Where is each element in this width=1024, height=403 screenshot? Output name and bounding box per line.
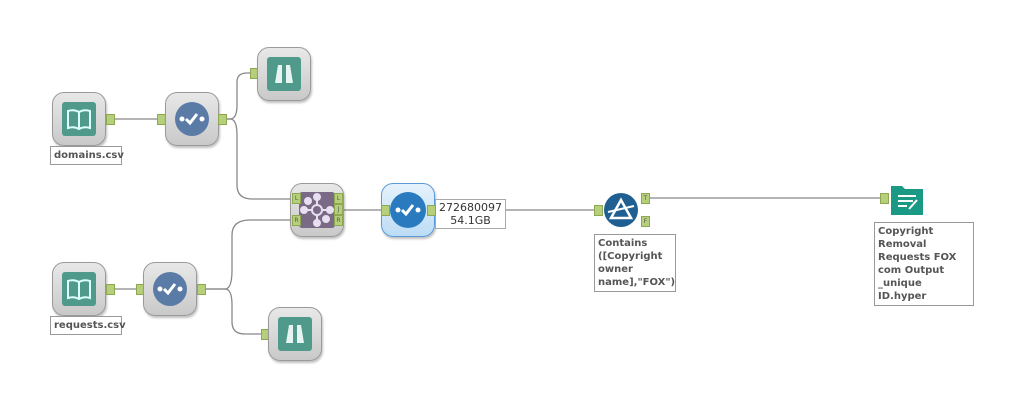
output-port[interactable] [218, 114, 227, 125]
wire-select1-browse1 [218, 72, 257, 120]
node-label: requests.csv [50, 316, 126, 335]
join-icon [299, 192, 335, 228]
output-icon[interactable] [889, 182, 925, 217]
browse-tool-2[interactable] [268, 307, 322, 361]
input-port[interactable] [880, 193, 889, 204]
filter-icon[interactable] [603, 192, 639, 228]
book-icon [62, 272, 96, 306]
record-count: 272680097 [439, 201, 502, 214]
output-port[interactable] [106, 284, 115, 295]
filter-true-port[interactable]: T [641, 193, 650, 204]
input-tool-requests[interactable] [52, 262, 106, 316]
binoculars-icon [267, 57, 301, 91]
output-port[interactable] [106, 114, 115, 125]
input-tool-domains[interactable] [52, 92, 106, 146]
node-label: domains.csv [50, 146, 124, 165]
node-label: Contains ([Copyright owner name],"FOX") [594, 234, 676, 292]
output-port[interactable] [427, 205, 436, 216]
join-output-join[interactable]: J [334, 204, 343, 215]
join-input-right[interactable]: R [292, 215, 301, 226]
join-input-left[interactable]: L [292, 193, 301, 204]
select-tool-selected[interactable] [381, 183, 435, 237]
binoculars-icon [278, 317, 312, 351]
output-port[interactable] [197, 284, 206, 295]
select-icon [390, 192, 426, 228]
select-icon [175, 102, 209, 136]
join-tool[interactable] [290, 183, 344, 237]
record-count-badge: 272680097 54.1GB [435, 199, 506, 229]
book-icon [62, 102, 96, 136]
wire-select2-join [197, 219, 290, 290]
filter-false-port[interactable]: F [641, 216, 650, 227]
node-label: Copyright Removal Requests FOX com Outpu… [874, 222, 974, 306]
select-icon [153, 272, 187, 306]
data-size: 54.1GB [450, 214, 491, 227]
join-output-left[interactable]: L [334, 193, 343, 204]
join-output-right[interactable]: R [334, 215, 343, 226]
input-port[interactable] [381, 205, 390, 216]
select-tool-1[interactable] [165, 92, 219, 146]
input-port[interactable] [594, 205, 603, 216]
browse-tool-1[interactable] [257, 47, 311, 101]
wire-select1-join [218, 118, 290, 200]
select-tool-2[interactable] [143, 262, 197, 316]
wire-select2-browse2 [197, 288, 268, 335]
